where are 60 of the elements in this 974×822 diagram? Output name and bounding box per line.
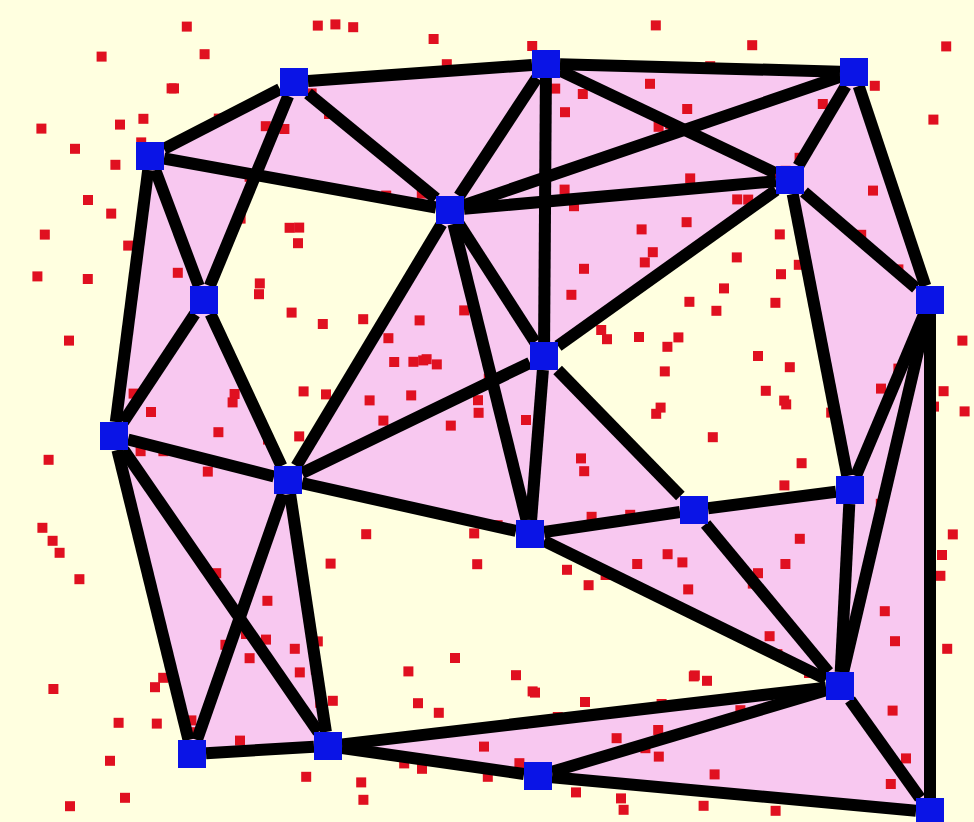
vertex-marker [916, 286, 944, 314]
vertex-marker [436, 196, 464, 224]
triangle-edge [205, 311, 287, 469]
vertex-marker [190, 286, 218, 314]
vertex-marker [530, 342, 558, 370]
triangle-edge [205, 740, 315, 760]
triangle-edge [852, 84, 932, 288]
triangle-edge [538, 77, 552, 343]
vertex-marker [314, 732, 342, 760]
triangle-edge [554, 185, 780, 351]
triangle-edge [543, 506, 681, 538]
vertex-marker [840, 58, 868, 86]
triangle-edge [701, 520, 833, 676]
triangle-edge [551, 771, 917, 817]
triangle-edge [341, 742, 525, 780]
triangle-edge [161, 83, 283, 155]
triangle-edge [834, 503, 856, 673]
triangle-edge [525, 369, 549, 521]
vertex-marker [178, 740, 206, 768]
triangle-edge [541, 535, 829, 685]
vertex-marker [826, 672, 854, 700]
vertex-marker [836, 476, 864, 504]
triangle-edge [707, 485, 837, 515]
triangle-edge [118, 446, 324, 736]
vertex-marker [776, 166, 804, 194]
triangle-edge [557, 65, 779, 179]
triangle-edge [793, 82, 851, 170]
triangle-edge [111, 448, 195, 742]
vertex-marker [680, 496, 708, 524]
triangle-edge [299, 357, 533, 479]
triangle-edge [447, 222, 533, 522]
triangle-edge [786, 192, 854, 478]
triangle-edge [341, 681, 827, 751]
triangle-edge [284, 493, 332, 733]
triangle-edge [553, 365, 685, 501]
triangle-edge [463, 175, 777, 215]
vertex-marker [136, 142, 164, 170]
triangle-edge [118, 310, 200, 426]
triangle-edge [191, 492, 289, 742]
triangle-edge [162, 152, 438, 214]
triangle-edge [800, 187, 920, 293]
triangle-edge [307, 59, 533, 87]
vertex-marker [100, 422, 128, 450]
triangle-edge [126, 433, 276, 483]
triangle-edge [845, 696, 925, 802]
triangle-edge [149, 167, 205, 289]
triangle-edge [109, 169, 155, 423]
vertex-marker [274, 466, 302, 494]
triangle-edge [924, 314, 936, 798]
triangle-edge [300, 477, 518, 537]
triangle-edge [454, 74, 542, 200]
triangle-edge [204, 93, 294, 289]
vertex-marker [516, 520, 544, 548]
triangle-edge [304, 88, 440, 204]
vertex-marker [916, 798, 944, 822]
triangle-edge [291, 220, 447, 470]
vertex-marker [524, 762, 552, 790]
vertex-marker [280, 68, 308, 96]
triangle-edge [559, 58, 841, 78]
vertex-marker [532, 50, 560, 78]
